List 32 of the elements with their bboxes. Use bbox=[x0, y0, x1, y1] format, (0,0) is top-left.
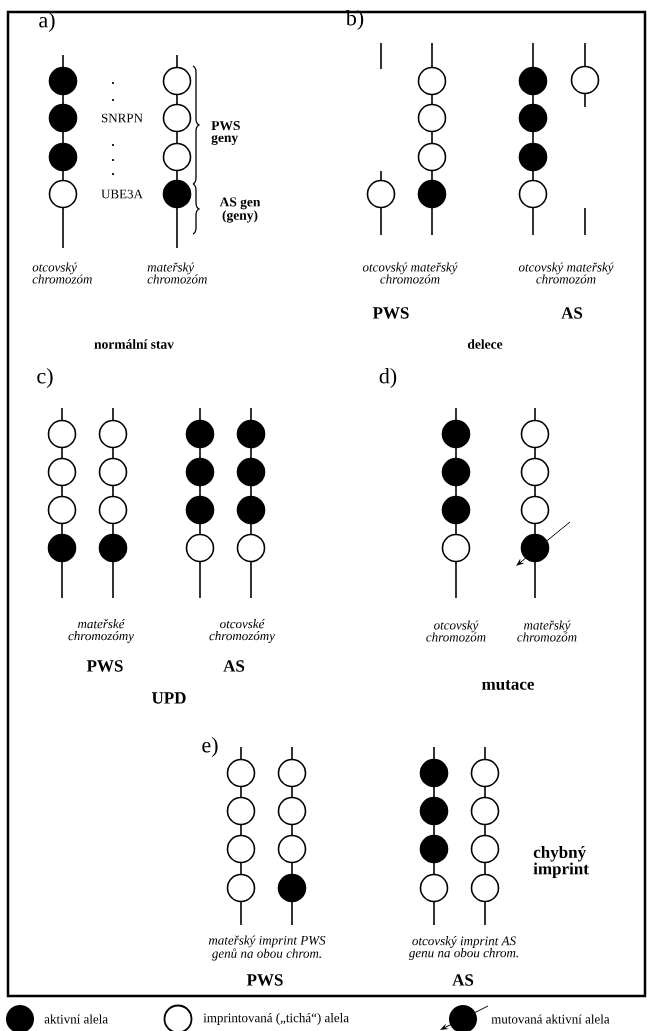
gene-label: SNRPN bbox=[101, 113, 143, 123]
panel-letter: d) bbox=[379, 368, 397, 388]
legend-text: aktivní alela bbox=[44, 1014, 108, 1024]
panel-caption: mutace bbox=[482, 680, 534, 690]
chromosome-caption: otcovské chromozómy bbox=[209, 619, 275, 643]
chromosome-caption: mateřské chromozómy bbox=[68, 619, 134, 643]
syndrome-label: AS bbox=[561, 307, 583, 319]
legend-text: imprintovaná („tichá“) alela bbox=[203, 1013, 349, 1025]
syndrome-label: AS bbox=[223, 660, 245, 672]
panel-caption: chybný imprint bbox=[533, 846, 589, 878]
syndrome-label: AS bbox=[452, 974, 474, 986]
chromosome-caption: otcovský chromozóm bbox=[426, 620, 486, 642]
gene-group-label: AS gen (geny) bbox=[219, 197, 261, 223]
gene-group-label: PWS geny bbox=[211, 121, 240, 145]
imprint-caption: mateřský imprint PWS genů na obou chrom. bbox=[208, 935, 326, 961]
legend-text: mutovaná aktivní alela bbox=[491, 1014, 610, 1024]
gene-label: UBE3A bbox=[101, 189, 143, 199]
chromosome-caption: otcovský mateřský chromozóm bbox=[362, 262, 458, 284]
syndrome-label: PWS bbox=[372, 307, 409, 319]
chromosome-caption: otcovský mateřský chromozóm bbox=[518, 262, 614, 284]
chromosome-caption: otcovský chromozóm bbox=[32, 262, 92, 284]
panel-caption: UPD bbox=[151, 692, 186, 704]
chromosome-caption: mateřský chromozóm bbox=[147, 262, 207, 284]
panel-letter: e) bbox=[202, 737, 218, 757]
imprint-caption: otcovský imprint AS genu na obou chrom. bbox=[408, 936, 518, 960]
panel-caption: delece bbox=[467, 339, 503, 349]
syndrome-label: PWS bbox=[246, 974, 283, 986]
panel-letter: c) bbox=[37, 368, 53, 388]
chromosome-caption: mateřský chromozóm bbox=[517, 620, 577, 642]
panel-caption: normální stav bbox=[94, 339, 174, 349]
syndrome-label: PWS bbox=[86, 660, 123, 672]
panel-letter: a) bbox=[39, 12, 55, 32]
